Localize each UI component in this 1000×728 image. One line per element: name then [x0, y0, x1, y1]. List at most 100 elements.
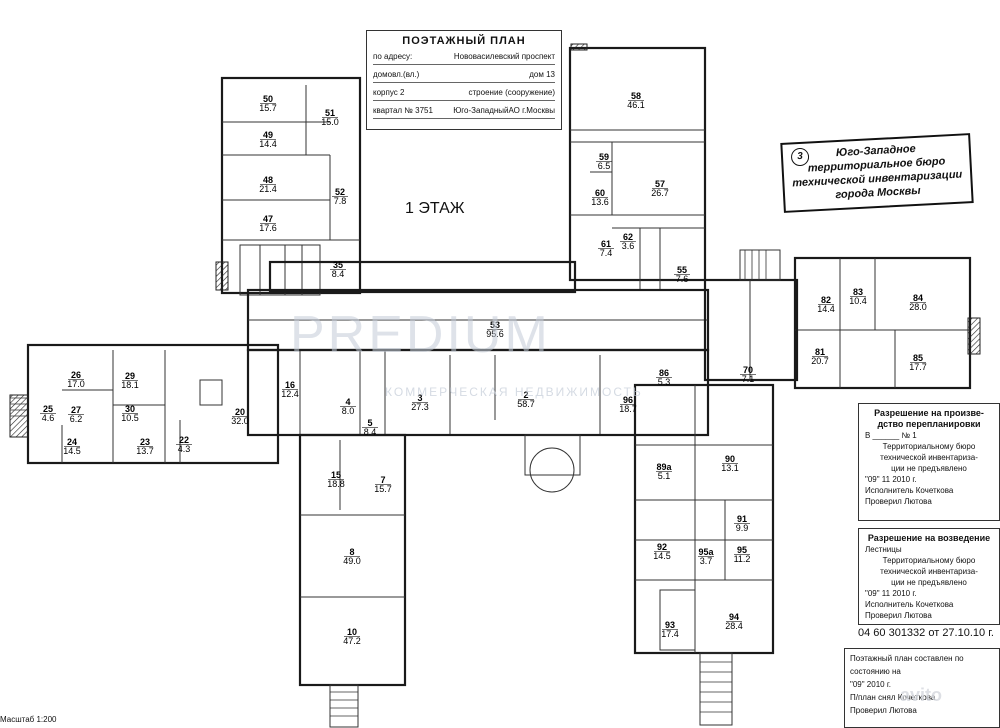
room-number: 91	[737, 514, 747, 524]
stroenie-label: строение (сооружение)	[468, 88, 555, 97]
room-area: 49.0	[343, 556, 361, 566]
room-number: 24	[67, 437, 77, 447]
room-area: 8.4	[332, 269, 345, 279]
room-area: 32.0	[231, 416, 249, 426]
floor-label: 1 ЭТАЖ	[405, 200, 465, 217]
room-area: 17.0	[67, 379, 85, 389]
room-number: 60	[595, 188, 605, 198]
survey-line-1: Поэтажный план составлен по состоянию на	[850, 654, 964, 676]
room-area: 28.0	[909, 302, 927, 312]
korpus-label: корпус	[373, 88, 398, 97]
room-number: 55	[677, 265, 687, 275]
room-number: 70	[743, 365, 753, 375]
approval-1-org-3: ции не предъявлено	[891, 464, 967, 473]
room-area: 17.7	[909, 362, 927, 372]
approval-1-title-2: дство перепланировки	[877, 419, 981, 429]
room-number: 61	[601, 239, 611, 249]
room-area: 7.6	[676, 274, 689, 284]
room-area: 27.3	[411, 402, 429, 412]
room-number: 62	[623, 232, 633, 242]
room-number: 90	[725, 454, 735, 464]
room-area: 18.8	[327, 479, 345, 489]
room-area: 14.4	[259, 139, 277, 149]
room-number: 10	[347, 627, 357, 637]
room-area: 7.1	[742, 374, 755, 384]
room-area: 21.4	[259, 184, 277, 194]
approval-2-title: Разрешение на возведение	[867, 533, 991, 543]
stairs-bottom-right	[699, 652, 733, 726]
survey-line-3: П/план снял Кочеткова	[850, 693, 936, 702]
room-area: 28.4	[725, 621, 743, 631]
room-area: 7.8	[334, 196, 347, 206]
room-number: 52	[335, 187, 345, 197]
room-number: 89a	[656, 462, 672, 472]
room-number: 94	[729, 612, 739, 622]
kvartal-value: 3751	[415, 106, 433, 115]
ao-value: Юго-ЗападныйАО г.Москвы	[453, 106, 555, 115]
room-number: 22	[179, 435, 189, 445]
address-value: Нововасилевский проспект	[453, 52, 555, 61]
kvartal-row: квартал № 3751 Юго-ЗападныйАО г.Москвы	[373, 106, 555, 119]
room-number: 93	[665, 620, 675, 630]
approval-1-org-2: технической инвентариза-	[880, 453, 978, 462]
lower-center-wing	[298, 433, 581, 687]
room-area: 18.1	[121, 380, 139, 390]
room-number: 84	[913, 293, 923, 303]
room-area: 14.5	[653, 551, 671, 561]
room-number: 47	[263, 214, 273, 224]
stairs-bottom-left	[329, 684, 359, 728]
bti-stamp: 3 Юго-Западное территориальное бюро техн…	[780, 133, 974, 213]
room-number: 57	[655, 179, 665, 189]
watermark-subtitle: КОММЕРЧЕСКАЯ НЕДВИЖИМОСТЬ	[385, 385, 643, 399]
upper-right-wing	[568, 43, 707, 290]
approval-1-executor: Исполнитель Кочеткова	[865, 486, 954, 495]
approval-2-ref: Лестницы	[865, 545, 902, 554]
room-area: 20.7	[811, 356, 829, 366]
room-number: 59	[599, 152, 609, 162]
room-area: 58.7	[517, 399, 535, 409]
room-area: 11.2	[734, 554, 751, 564]
room-number: 92	[657, 542, 667, 552]
room-number: 85	[913, 353, 923, 363]
room-area: 13.7	[136, 446, 154, 456]
stairs-left	[10, 397, 28, 417]
room-area: 8.0	[342, 406, 355, 416]
survey-line-2: "09" 2010 г.	[850, 680, 891, 689]
approval-2-org-3: ции не предъявлено	[891, 578, 967, 587]
room-area: 3.6	[622, 241, 635, 251]
room-area: 10.4	[849, 296, 867, 306]
approval-1-checked: Проверил Лютова	[865, 497, 932, 506]
house-row: домовл.(вл.) дом 13	[373, 70, 555, 83]
room-number: 5	[367, 418, 372, 428]
room-number: 86	[659, 368, 669, 378]
room-area: 26.7	[651, 188, 669, 198]
room-area: 6.5	[598, 161, 611, 171]
room-area: 3.7	[700, 556, 713, 566]
room-number: 95a	[698, 547, 714, 557]
room-area: 15.0	[321, 117, 339, 127]
room-number: 96	[623, 395, 633, 405]
stairs-top-right	[739, 249, 781, 281]
room-area: 15.7	[374, 484, 392, 494]
room-number: 49	[263, 130, 273, 140]
header-title: ПОЭТАЖНЫЙ ПЛАН	[402, 35, 526, 47]
approval-1-date: "09" 11 2010 г.	[865, 475, 917, 484]
watermark: PREDIUM	[290, 306, 551, 364]
survey-line-4: Проверил Лютова	[850, 706, 917, 715]
approval-stamp-construction: Разрешение на возведение Лестницы Террит…	[858, 528, 1000, 625]
approval-1-title-1: Разрешение на произве-	[874, 408, 984, 418]
address-row: по адресу: Нововасилевский проспект	[373, 52, 555, 65]
approval-2-org-1: Территориальному бюро	[882, 556, 976, 565]
registration-number: 04 60 301332 от 27.10.10 г.	[858, 627, 994, 639]
approval-2-date: "09" 11 2010 г.	[865, 589, 917, 598]
room-area: 5.1	[658, 471, 671, 481]
room-area: 7.4	[600, 248, 613, 258]
room-area: 8.4	[364, 427, 377, 437]
room-number: 48	[263, 175, 273, 185]
floor-plan-header: ПОЭТАЖНЫЙ ПЛАН по адресу: Нововасилевски…	[366, 30, 562, 130]
room-area: 15.7	[259, 103, 277, 113]
room-number: 2	[523, 390, 528, 400]
dom-value: 13	[546, 70, 555, 79]
room-number: 16	[285, 380, 295, 390]
